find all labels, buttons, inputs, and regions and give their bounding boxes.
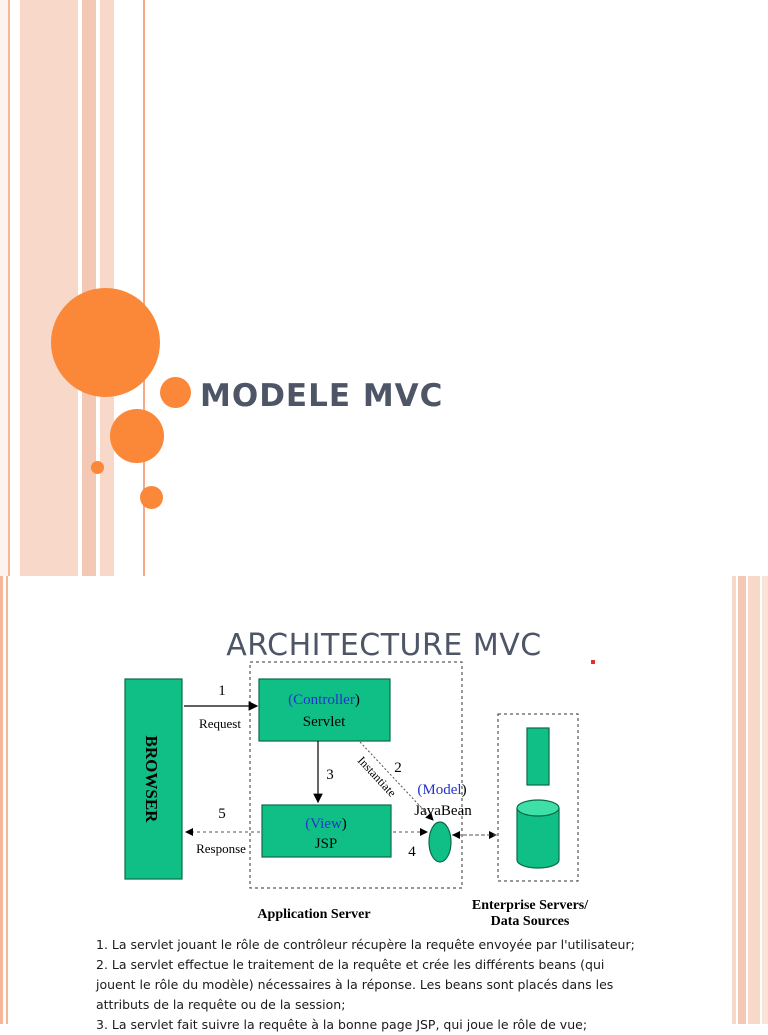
step-3-label: 3 [326, 767, 334, 783]
jsp-label: JSP [315, 836, 338, 852]
decor-stripe [78, 0, 82, 576]
browser-box [124, 678, 183, 880]
enterprise-label-line1: Enterprise Servers/ [472, 898, 589, 913]
decor-stripe [8, 0, 10, 576]
step-1-label: 1 [218, 683, 226, 699]
instantiate-arrow [359, 741, 434, 821]
servlet-box [258, 678, 391, 742]
request-label: Request [199, 716, 241, 731]
response-label: Response [196, 841, 246, 856]
app-server-label: Application Server [257, 907, 370, 922]
javabean-ellipse [428, 821, 452, 863]
step-line: 1. La servlet jouant le rôle de contrôle… [96, 937, 635, 952]
svg-text:(View): (View) [305, 816, 347, 832]
servlet-label: Servlet [303, 714, 346, 730]
slide-title: MODELE MVC [0, 0, 444, 576]
model-paren-open: ( [417, 782, 422, 798]
model-paren-close: ) [462, 782, 467, 798]
view-paren-close: ) [342, 816, 347, 832]
decor-circle-small [160, 377, 191, 408]
slide-architecture: ARCHITECTURE MVC BROWSER Application Ser… [0, 576, 768, 1032]
step-line: attributs de la requête ou de la session… [96, 997, 346, 1012]
red-marker [591, 660, 595, 664]
mvc-diagram: BROWSER Application Server (Controller) … [124, 661, 589, 929]
decor-stripe [738, 576, 746, 1024]
javabean-label: JavaBean [414, 803, 472, 819]
step-line: 3. La servlet fait suivre la requête à l… [96, 1017, 588, 1032]
app-server-frame [249, 661, 463, 889]
slide-title-text: ARCHITECTURE MVC [226, 628, 542, 663]
decor-stripe [0, 576, 3, 1024]
enterprise-label-line2: Data Sources [491, 914, 570, 929]
steps-text: 1. La servlet jouant le rôle de contrôle… [96, 935, 676, 1035]
step-4-label: 4 [408, 844, 416, 860]
decor-stripe [732, 576, 736, 1024]
browser-label: BROWSER [142, 736, 161, 824]
decor-stripe [143, 0, 145, 576]
decor-stripe [0, 0, 8, 576]
view-paren-open: ( [305, 816, 310, 832]
decor-stripe [20, 0, 78, 576]
decor-circle-small [140, 486, 163, 509]
decor-circle-large [51, 288, 160, 397]
decor-stripe [762, 576, 768, 1024]
svg-text:(Controller): (Controller) [288, 692, 360, 708]
decor-stripe [6, 576, 8, 1024]
model-label: Model [422, 782, 461, 798]
database-cylinder-top [516, 799, 560, 817]
controller-label: Controller [293, 692, 355, 708]
slide-title-text: MODELE MVC [200, 378, 444, 414]
decor-circle-tiny [91, 461, 104, 474]
decor-stripe [82, 0, 96, 576]
svg-text:(Model): (Model) [417, 782, 466, 798]
database-cylinder [516, 808, 560, 869]
decor-circle-medium [110, 409, 164, 463]
step-5-label: 5 [218, 806, 226, 822]
decor-stripe [748, 576, 760, 1024]
step-line: jouent le rôle du modèle) nécessaires à … [96, 977, 614, 992]
jsp-box [261, 804, 392, 858]
view-label: View [310, 816, 342, 832]
enterprise-frame [497, 713, 579, 882]
controller-paren-close: ) [355, 692, 360, 708]
step-line: 2. La servlet effectue le traitement de … [96, 957, 605, 972]
step-2-label: 2 [394, 760, 402, 776]
controller-paren-open: ( [288, 692, 293, 708]
enterprise-server-box [526, 727, 550, 786]
